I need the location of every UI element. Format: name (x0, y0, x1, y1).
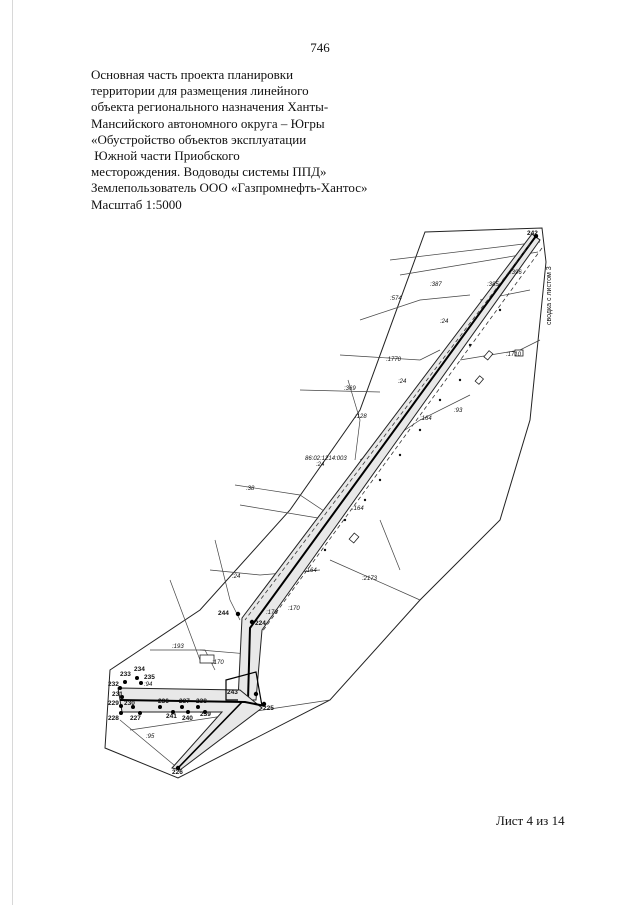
adjacent-sheet-label: сводка с листом 3 (546, 266, 553, 325)
parcel-label: :1770 (386, 357, 402, 363)
land-user: Землепользователь ООО «Газпромнефть-Хант… (91, 180, 368, 196)
sheet-number: Лист 4 из 14 (496, 813, 565, 828)
corridor-structures (199, 349, 524, 664)
point-label: 230 (124, 700, 135, 707)
point-label: 242 (527, 230, 538, 237)
parcel-label: :176 (266, 610, 278, 616)
parcel-label: :1710 (506, 352, 522, 358)
parcel-label: :24 (440, 319, 449, 325)
point-label: 233 (120, 671, 131, 678)
parcel-label: :93 (454, 408, 463, 414)
point-label: 240 (182, 715, 193, 722)
parcel-label: :24 (398, 379, 407, 385)
point-label: 235 (144, 674, 155, 681)
point-label: 243 (227, 689, 238, 696)
parcel-label: :128 (355, 414, 367, 420)
parcel-label: :193 (172, 644, 184, 650)
southwest-branch (117, 671, 266, 771)
point-label: 232 (108, 681, 119, 688)
title-line: «Обустройство объектов эксплуатации (91, 131, 307, 147)
point-label: 226 (172, 769, 183, 776)
parcel-label: :2173 (362, 576, 378, 582)
territory-boundary (104, 227, 547, 779)
parcel-label: :164 (305, 568, 317, 574)
parcel-label: :38 (246, 486, 255, 492)
parcel-label: :24 (316, 462, 325, 468)
parcel-label: :369 (344, 386, 356, 392)
parcel-label: :396 (510, 270, 522, 276)
point-label: 227 (130, 715, 141, 722)
cadastral-block-label: 86:02:1214:003 (305, 456, 347, 462)
title-line: объекта регионального назначения Ханты- (91, 99, 329, 115)
title-line: Мансийского автономного округа – Югры (91, 115, 325, 131)
parcel-label: :95 (146, 734, 155, 740)
scan-edge (12, 0, 13, 905)
page-number: 746 (310, 40, 330, 55)
parcel-label: :574 (390, 296, 402, 302)
parcel-label: :24 (232, 574, 241, 580)
point-label: 244 (218, 610, 229, 617)
title-line: территории для размещения линейного (91, 83, 309, 99)
parcel-label: :170 (212, 660, 224, 666)
point-label: 229 (108, 700, 119, 707)
point-label: 225 (263, 705, 274, 712)
point-label: 224 (255, 620, 266, 627)
point-label: 237 (179, 698, 190, 705)
pipeline-corridor (237, 233, 543, 701)
title-line: Южной части Приобского (91, 148, 240, 164)
parcel-label: :94 (144, 682, 153, 688)
corridor-dots (323, 308, 502, 552)
scale: Масштаб 1:5000 (91, 196, 182, 212)
point-label: 231 (112, 691, 123, 698)
title-block: Основная часть проекта планировки террит… (91, 67, 411, 213)
point-label: 239 (200, 711, 211, 718)
boundary-points (118, 233, 539, 771)
parcel-label: :164 (420, 416, 432, 422)
point-label: 236 (158, 698, 169, 705)
parcel-label: :385 (487, 282, 499, 288)
title-line: месторождения. Водоводы системы ППД» (91, 164, 327, 180)
point-label: 228 (108, 715, 119, 722)
title-line: Основная часть проекта планировки (91, 67, 294, 82)
point-label: 238 (196, 698, 207, 705)
point-label: 241 (166, 713, 177, 720)
parcel-label: :387 (430, 282, 442, 288)
point-label: 234 (134, 666, 145, 673)
parcel-label: :170 (288, 606, 300, 612)
parcel-label: :164 (352, 506, 364, 512)
